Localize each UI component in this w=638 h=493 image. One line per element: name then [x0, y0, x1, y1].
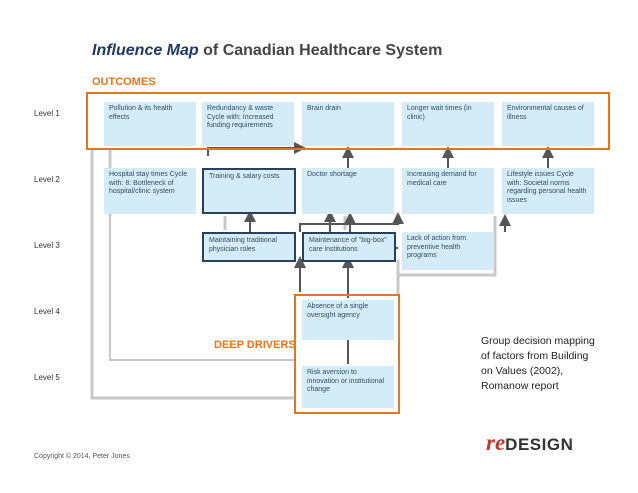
box-oversight: Absence of a single oversight agency	[302, 300, 394, 340]
box-pollution: Pollution & its health effects	[104, 102, 196, 146]
outcomes-label: OUTCOMES	[92, 76, 156, 88]
logo-design: DESIGN	[505, 435, 574, 454]
level-4-label: Level 4	[34, 307, 60, 316]
diagram-title: Influence Map of Canadian Healthcare Sys…	[92, 42, 442, 60]
box-big-box: Maintenance of "big-box" care institutio…	[302, 232, 396, 262]
title-rest: of Canadian Healthcare System	[203, 42, 443, 59]
level-1-label: Level 1	[34, 109, 60, 118]
box-lifestyle: Lifestyle issues Cycle with: Societal no…	[502, 168, 594, 214]
box-traditional-roles: Maintaining traditional physician roles	[202, 232, 296, 262]
box-increasing-demand: Increasing demand for medical care	[402, 168, 494, 214]
copyright: Copyright © 2014, Peter Jones	[34, 453, 130, 460]
deep-drivers-frame	[294, 294, 400, 414]
level-3-label: Level 3	[34, 241, 60, 250]
deep-drivers-label: DEEP DRIVERS	[214, 339, 296, 351]
logo-re: re	[486, 430, 506, 455]
box-preventive: Lack of action from preventive health pr…	[402, 232, 494, 270]
box-doctor-shortage: Doctor shortage	[302, 168, 394, 214]
box-risk-aversion: Risk aversion to innovation or instituti…	[302, 366, 394, 408]
redesign-logo: reDESIGN	[486, 430, 573, 456]
box-training-salary: Training & salary costs	[202, 168, 296, 214]
box-environmental: Environmental causes of illness	[502, 102, 594, 146]
outcomes-frame	[86, 92, 610, 150]
level-5-label: Level 5	[34, 373, 60, 382]
box-brain-drain: Brain drain	[302, 102, 394, 146]
box-hospital-stay: Hospital stay times Cycle with: 8: Bottl…	[104, 168, 196, 214]
level-2-label: Level 2	[34, 175, 60, 184]
box-redundancy: Redundancy & waste Cycle with: Increased…	[202, 102, 294, 146]
box-wait-times: Longer wait times (in clinic)	[402, 102, 494, 146]
source-note: Group decision mapping of factors from B…	[481, 335, 595, 392]
title-emphasis: Influence Map	[92, 42, 199, 59]
